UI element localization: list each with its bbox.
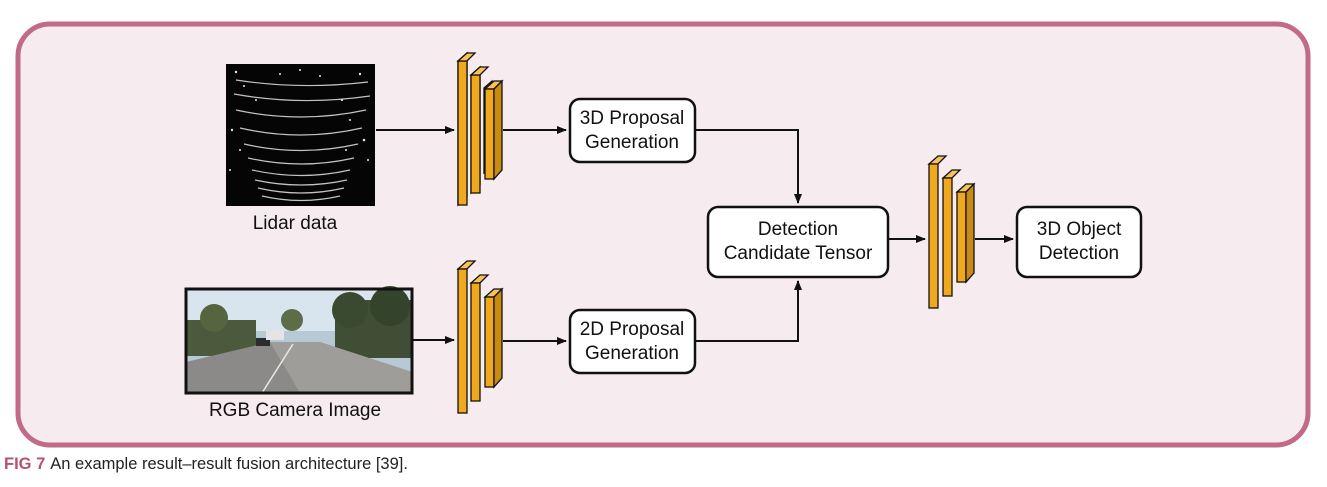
candidate-tensor-line: Detection: [758, 219, 838, 240]
lidar-label: Lidar data: [253, 213, 338, 234]
proposal-3d-line: Generation: [585, 132, 679, 153]
object-detection-box: [1015, 205, 1143, 279]
cnn-stack-fusion: [927, 155, 976, 309]
connectors: [376, 126, 1014, 345]
camera-image: [184, 286, 414, 395]
proposal-2d-line: 2D Proposal: [580, 319, 685, 340]
camera-label: RGB Camera Image: [209, 400, 381, 421]
cnn-stack-camera: [456, 260, 504, 414]
figure-number: FIG 7: [4, 455, 46, 473]
object-detection-line: Detection: [1039, 243, 1119, 264]
arrow-3d-proposal-to-tensor: [695, 129, 802, 204]
caption-text: An example result–result fusion architec…: [50, 455, 408, 473]
cnn-stack-lidar: [456, 51, 504, 207]
arrow-2d-proposal-to-tensor: [695, 280, 802, 342]
candidate-tensor-line: Candidate Tensor: [724, 243, 873, 264]
lidar-image: [226, 64, 375, 206]
candidate-tensor-box: [706, 205, 890, 279]
proposal-3d-line: 3D Proposal: [580, 108, 685, 129]
object-detection-line: 3D Object: [1037, 219, 1122, 240]
proposal-2d-line: Generation: [585, 343, 679, 364]
